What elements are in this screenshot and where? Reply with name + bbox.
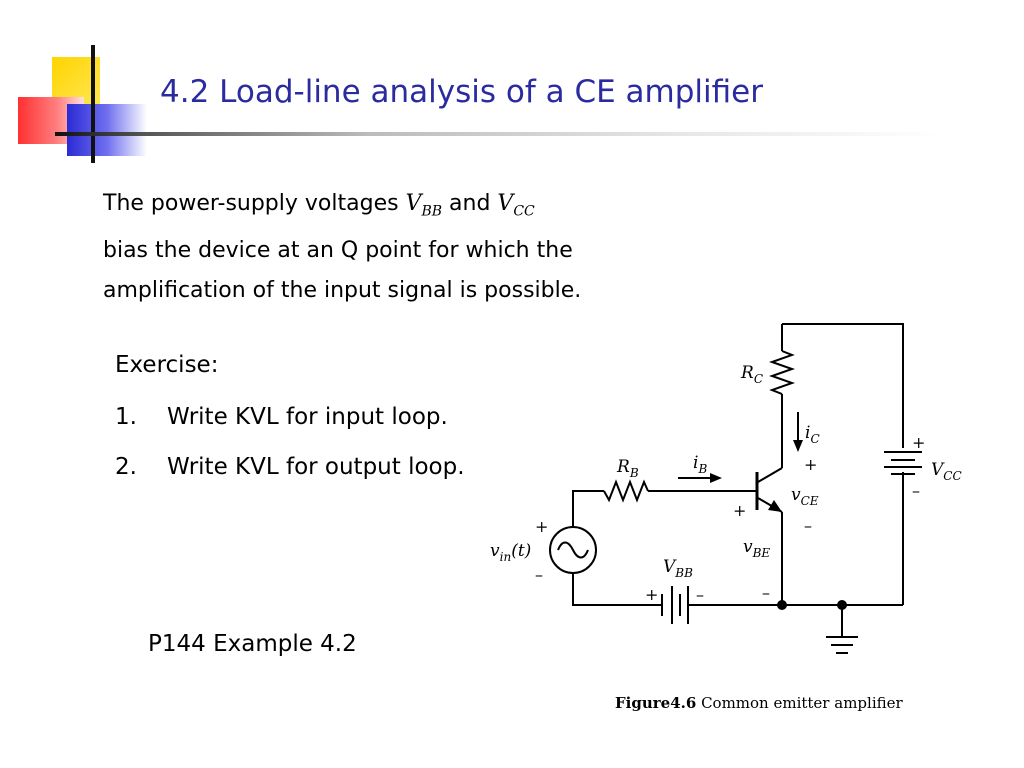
ic-arrowhead-icon (793, 440, 803, 452)
vcc-symbol: VCC (497, 191, 535, 220)
wire-rb-left (572, 490, 604, 528)
vcc-letter: V (497, 191, 514, 216)
figure-caption-number: Figure4.6 (615, 694, 697, 712)
vcc-label: VCC (931, 460, 962, 483)
vin-minus: – (535, 565, 543, 584)
vbb-label: VBB (663, 557, 693, 580)
sine-wave-icon (557, 541, 589, 559)
figure-caption: Figure4.6 Common emitter amplifier (615, 694, 903, 712)
junction-dot (777, 600, 787, 610)
rb-label: RB (616, 457, 639, 480)
rc-label: RC (740, 363, 763, 386)
circuit-wires (549, 323, 922, 654)
exercise-label: Exercise: (115, 352, 219, 378)
intro-line-3: amplification of the input signal is pos… (103, 278, 582, 304)
ib-label: iB (693, 453, 707, 476)
exercise-item-text: Write KVL for input loop. (167, 404, 448, 430)
vcc-minus: – (912, 481, 920, 500)
vcc-subscript: CC (513, 203, 535, 220)
title-underline-rule (55, 132, 945, 136)
exercise-item: 1. Write KVL for input loop. (115, 404, 448, 430)
vbb-minus: – (696, 585, 704, 604)
example-reference: P144 Example 4.2 (148, 631, 357, 657)
vbb-subscript: BB (421, 203, 443, 220)
ic-label: iC (805, 423, 820, 446)
vin-plus: + (535, 517, 548, 536)
vbb-plus: + (645, 585, 658, 604)
junction-dot (837, 600, 847, 610)
rc-resistor (768, 350, 796, 395)
vce-minus: – (804, 516, 812, 535)
vce-plus: + (804, 455, 817, 474)
intro-text-part2: and (442, 191, 498, 216)
exercise-item-text: Write KVL for output loop. (167, 454, 465, 480)
exercise-item: 2. Write KVL for output loop. (115, 454, 465, 480)
vce-label: vCE (791, 485, 819, 508)
figure-caption-text: Common emitter amplifier (696, 694, 903, 712)
ib-arrowhead-icon (710, 473, 722, 483)
blue-square-decoration (67, 104, 147, 156)
vcc-plus: + (912, 433, 925, 452)
vin-label: vin(t) (490, 541, 531, 564)
intro-paragraph: The power-supply voltages VBB and VCC bi… (103, 184, 663, 311)
vbb-symbol: VBB (405, 191, 443, 220)
rb-resistor (603, 479, 649, 503)
vbb-letter: V (405, 191, 422, 216)
exercise-item-number: 1. (115, 404, 137, 430)
intro-text-part1: The power-supply voltages (103, 191, 406, 216)
wire-top-right (782, 323, 904, 605)
slide-title: 4.2 Load-line analysis of a CE amplifier (160, 74, 763, 110)
exercise-item-number: 2. (115, 454, 137, 480)
vertical-rule (91, 45, 95, 163)
transistor-collector-lead (757, 467, 783, 483)
vcc-battery (884, 451, 922, 475)
intro-line-2: bias the device at an Q point for which … (103, 238, 573, 264)
vbe-plus: + (733, 501, 746, 520)
vbe-label: vBE (743, 537, 770, 560)
wire-vin-bottom (572, 573, 662, 606)
vbe-minus: – (762, 583, 770, 602)
emitter-arrowhead-icon (768, 500, 782, 512)
